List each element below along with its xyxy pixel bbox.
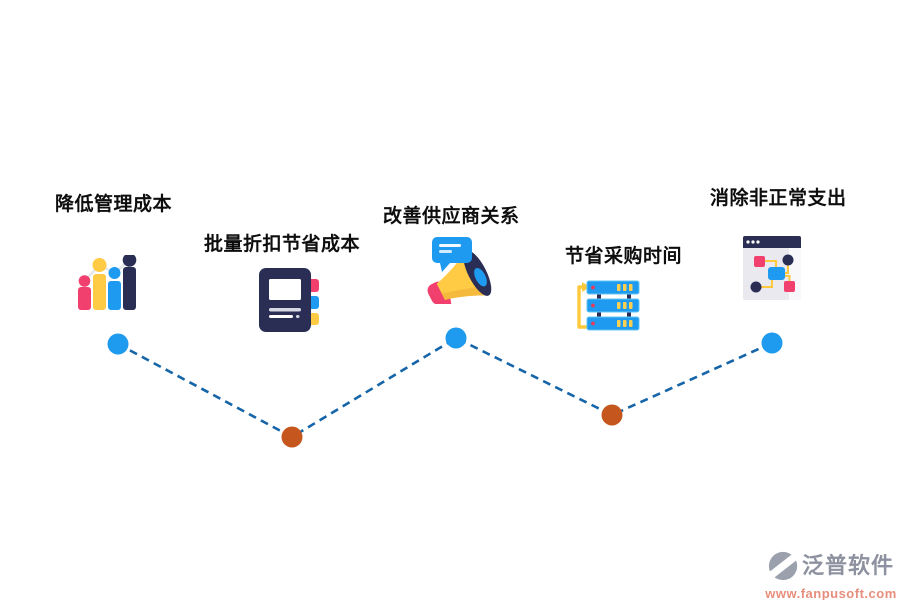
brand-footer: 泛普软件 www.fanpusoft.com <box>762 548 900 600</box>
item-label-reduce-management-cost: 降低管理成本 <box>55 194 173 215</box>
fanpu-logo-icon <box>767 549 800 583</box>
milestone-dot <box>107 333 129 355</box>
notebook-icon <box>259 268 319 332</box>
item-label-improve-supplier-relations: 改善供应商关系 <box>383 206 520 227</box>
bar-chart-icon <box>78 255 137 310</box>
milestone-dot <box>281 426 303 448</box>
server-stack-icon <box>577 280 640 331</box>
item-label-bulk-discount: 批量折扣节省成本 <box>204 234 361 255</box>
browser-flowchart-icon <box>743 236 801 300</box>
brand-row: 泛普软件 <box>767 548 894 584</box>
item-label-save-procurement-time: 节省采购时间 <box>565 246 683 267</box>
milestone-dot <box>761 332 783 354</box>
brand-url: www.fanpusoft.com <box>765 586 897 600</box>
brand-name: 泛普软件 <box>801 553 894 578</box>
dashed-connector-line <box>117 336 773 439</box>
milestone-dot <box>445 327 467 349</box>
milestone-dot <box>601 404 623 426</box>
megaphone-icon <box>427 237 492 304</box>
item-label-eliminate-abnormal-expense: 消除非正常支出 <box>710 188 847 209</box>
